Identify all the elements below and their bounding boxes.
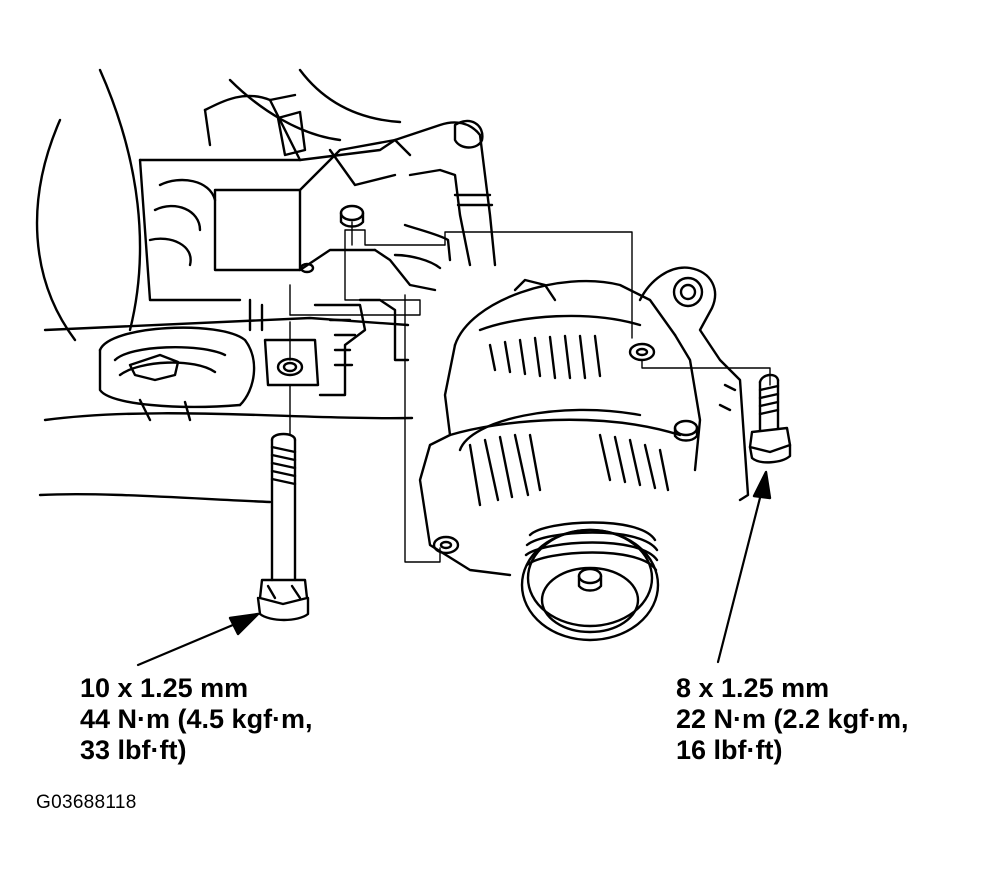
long-bolt-left bbox=[256, 432, 310, 622]
bolt-size-left: 10 x 1.25 mm bbox=[80, 673, 249, 703]
callout-arrow-left bbox=[136, 612, 260, 667]
engine-block bbox=[35, 68, 437, 504]
alignment-lines bbox=[289, 221, 771, 563]
coolant-hoses bbox=[393, 119, 497, 270]
bolt-spec-right: 8 x 1.25 mm 22 N·m (2.2 kgf·m, 16 lbf·ft… bbox=[676, 673, 909, 766]
torque-line2-left: 33 lbf·ft) bbox=[80, 735, 187, 765]
bolt-right bbox=[748, 373, 792, 464]
belt-tensioner bbox=[98, 326, 256, 422]
callout-arrow-right bbox=[716, 470, 772, 664]
mounting-boss-left bbox=[263, 338, 320, 387]
bolt-size-right: 8 x 1.25 mm bbox=[676, 673, 830, 703]
bolt-spec-left: 10 x 1.25 mm 44 N·m (4.5 kgf·m, 33 lbf·f… bbox=[80, 673, 313, 766]
torque-line1-right: 22 N·m (2.2 kgf·m, bbox=[676, 704, 909, 734]
torque-line1-left: 44 N·m (4.5 kgf·m, bbox=[80, 704, 313, 734]
torque-line2-right: 16 lbf·ft) bbox=[676, 735, 783, 765]
alternator-pulley bbox=[520, 521, 660, 642]
alternator bbox=[418, 266, 750, 577]
figure-id: G03688118 bbox=[36, 792, 137, 813]
